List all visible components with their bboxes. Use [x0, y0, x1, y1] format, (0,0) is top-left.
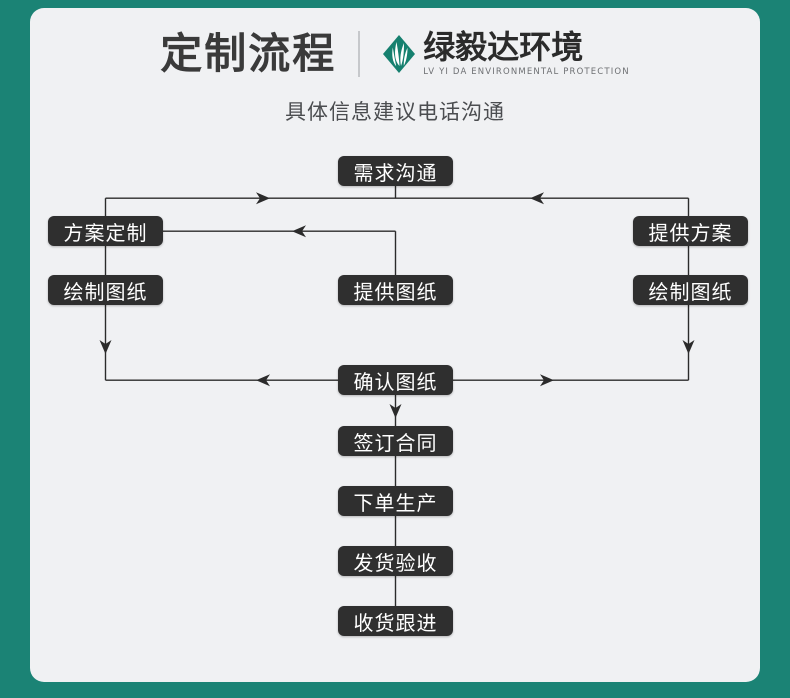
page-title: 定制流程	[160, 29, 337, 78]
arrow-drawright-down	[682, 340, 695, 354]
content-panel: 定制流程 绿毅达环境 LV YI DA ENVIRONMENTAL PROTEC…	[30, 8, 760, 682]
flow-chart: 需求沟通 方案定制 提供方案 绘制图纸 提供图纸 绘制图纸 确认图纸 签订合同 …	[30, 8, 760, 682]
flow-node-confirm[interactable]: 确认图纸	[338, 365, 453, 395]
arrow-bottom-bus-right	[540, 374, 554, 387]
flow-node-draw-right[interactable]: 绘制图纸	[633, 275, 748, 305]
arrow-top-bus-left	[256, 192, 270, 205]
logo-text-block: 绿毅达环境 LV YI DA ENVIRONMENTAL PROTECTION	[423, 31, 629, 77]
brand-logo: 绿毅达环境 LV YI DA ENVIRONMENTAL PROTECTION	[382, 31, 629, 77]
flow-node-need[interactable]: 需求沟通	[338, 156, 453, 186]
flow-node-draw-left[interactable]: 绘制图纸	[48, 275, 163, 305]
arrow-bottom-bus-left	[256, 374, 270, 387]
arrow-drawleft-down	[99, 340, 112, 354]
arrow-confirm-contract	[389, 404, 402, 418]
leaf-diamond-icon	[383, 35, 416, 73]
flow-node-plan-offer[interactable]: 提供方案	[633, 216, 748, 246]
title-divider	[358, 31, 361, 77]
flow-node-contract[interactable]: 签订合同	[338, 426, 453, 456]
header: 定制流程 绿毅达环境 LV YI DA ENVIRONMENTAL PROTEC…	[30, 22, 760, 86]
flow-node-produce[interactable]: 下单生产	[338, 486, 453, 516]
arrow-top-bus-right	[530, 192, 544, 205]
subtitle: 具体信息建议电话沟通	[285, 100, 505, 124]
arrow-plancustom-right	[292, 225, 306, 238]
flow-connectors	[99, 186, 695, 606]
logo-name-en: LV YI DA ENVIRONMENTAL PROTECTION	[423, 66, 630, 77]
flow-node-followup[interactable]: 收货跟进	[338, 606, 453, 636]
logo-name-cn: 绿毅达环境	[423, 28, 584, 67]
flow-node-deliver[interactable]: 发货验收	[338, 546, 453, 576]
flow-node-draw-mid[interactable]: 提供图纸	[338, 275, 453, 305]
flow-node-plan-custom[interactable]: 方案定制	[48, 216, 163, 246]
